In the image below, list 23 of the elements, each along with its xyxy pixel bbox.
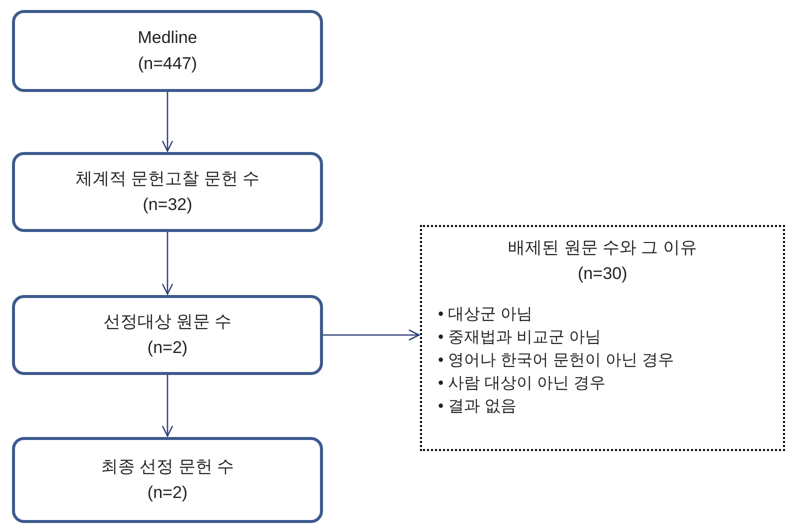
list-item: • 중재법과 비교군 아님 [438,328,601,348]
arrow [162,375,174,437]
box-text: (n=32) [142,194,192,216]
arrow [162,92,174,152]
process-box [12,437,323,523]
list-item: • 영어나 한국어 문헌이 아닌 경우 [438,351,674,371]
box-text: 최종 선정 문헌 수 [100,456,234,478]
box-text: (n=2) [147,482,188,504]
arrow [162,232,174,295]
box-text: (n=2) [147,337,188,359]
exclusion-box [420,225,785,451]
box-text: Medline [138,27,198,49]
box-text: 체계적 문헌고찰 문헌 수 [75,168,260,190]
list-item: • 사람 대상이 아닌 경우 [438,374,606,394]
box-heading: 배제된 원문 수와 그 이유 (n=30) [507,237,698,285]
box-text: 선정대상 원문 수 [103,311,232,333]
process-box [12,152,323,232]
list-item: • 결과 없음 [438,397,516,417]
arrow [323,329,420,341]
list-item: • 대상군 아님 [438,305,532,325]
process-box [12,295,323,375]
process-box [12,10,323,92]
box-text: (n=447) [138,53,198,75]
